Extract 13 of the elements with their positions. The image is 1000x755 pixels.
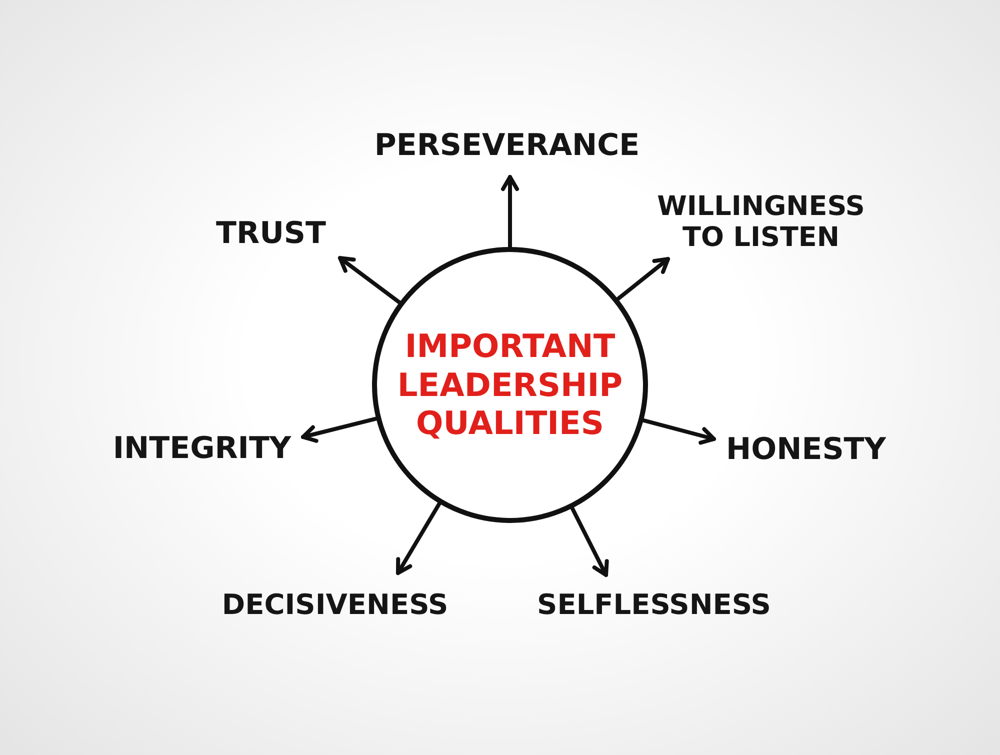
arrow — [396, 500, 442, 575]
arrow — [501, 175, 519, 250]
arrow — [570, 505, 609, 577]
quality-label: TRUST — [216, 216, 326, 252]
quality-label: PERSEVERANCE — [374, 128, 640, 164]
quality-label: SELFLESSNESS — [537, 588, 771, 622]
quality-label: DECISIVENESS — [222, 588, 448, 622]
quality-label: HONESTY — [726, 432, 886, 468]
hub-title: IMPORTANT LEADERSHIP QUALITIES — [396, 327, 624, 443]
arrow — [615, 257, 670, 302]
quality-label: WILLINGNESS TO LISTEN — [646, 190, 876, 254]
arrow — [338, 256, 402, 305]
quality-label: INTEGRITY — [112, 432, 292, 466]
